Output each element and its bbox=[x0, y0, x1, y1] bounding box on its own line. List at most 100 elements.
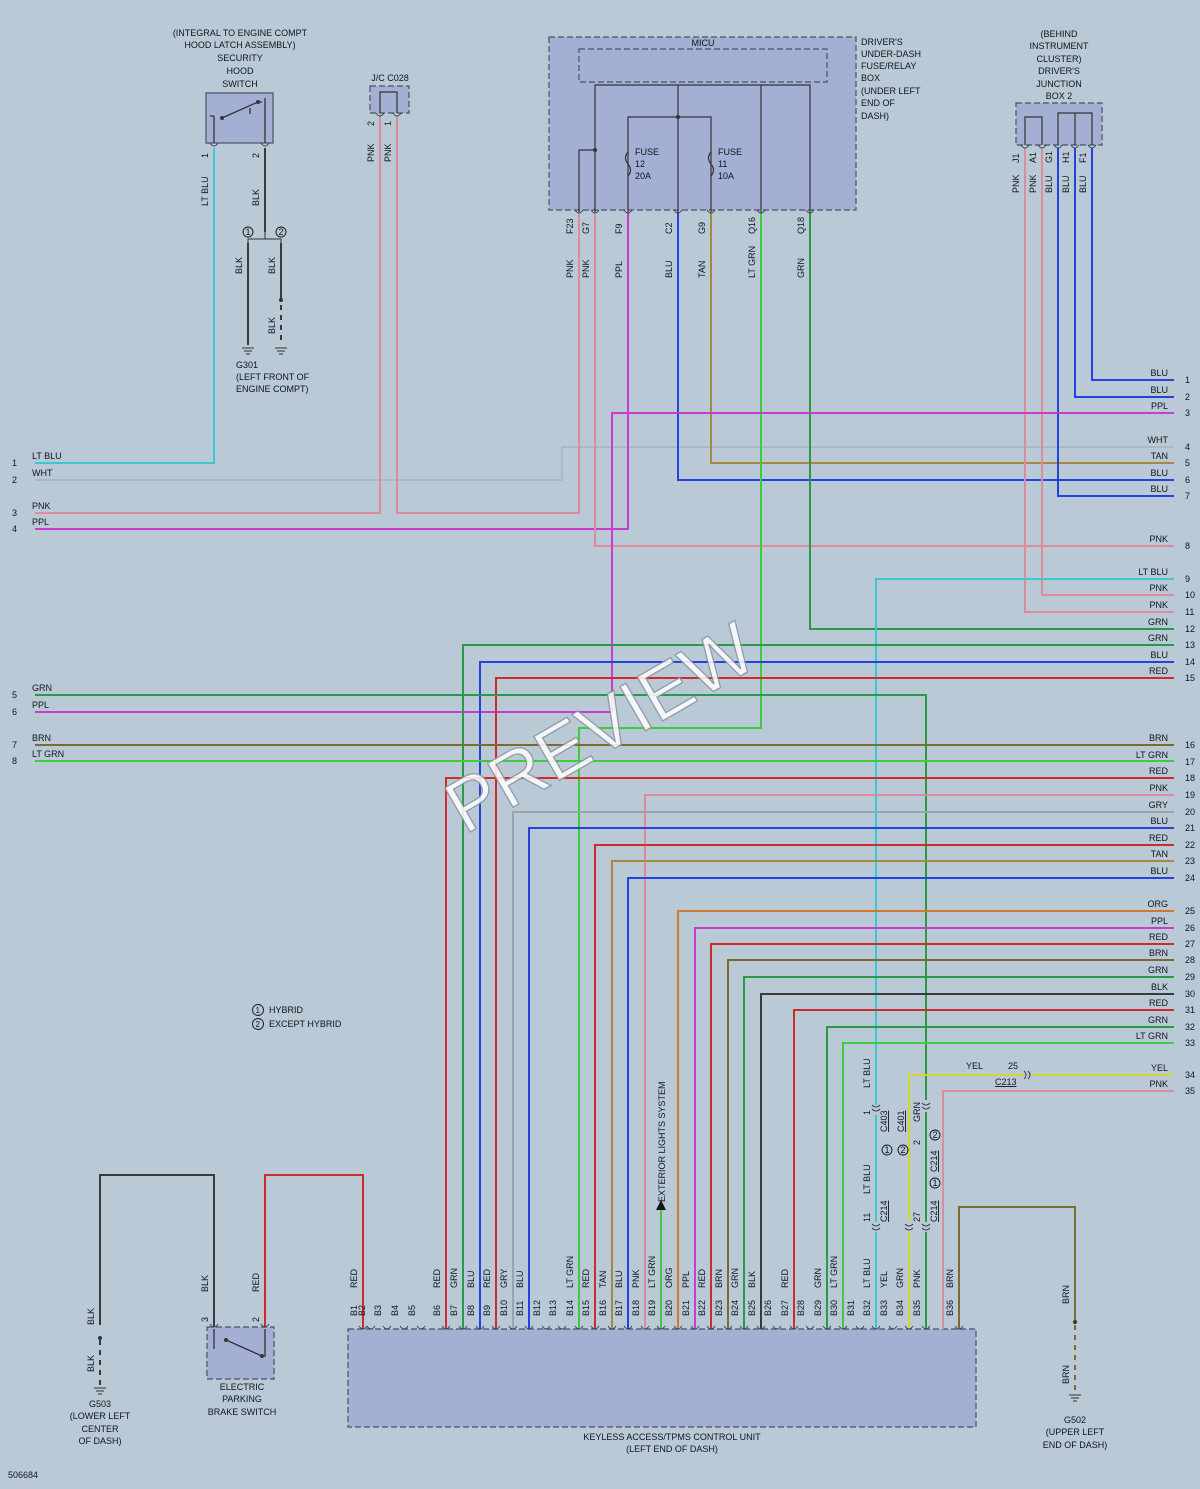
c401-marker bbox=[897, 1144, 909, 1156]
cu-pin-mark-B8 bbox=[475, 1325, 485, 1330]
cu-pin-B6: B6 bbox=[432, 1305, 442, 1316]
cu-pin-B22: B22 bbox=[697, 1300, 707, 1316]
svg-text:(UNDER LEFT: (UNDER LEFT bbox=[861, 86, 921, 96]
micu-pin-mark-2 bbox=[623, 209, 633, 214]
cu-pin-B34: B34 bbox=[895, 1300, 905, 1316]
svg-text:ELECTRIC: ELECTRIC bbox=[220, 1382, 265, 1392]
cu-pin-B31: B31 bbox=[846, 1300, 856, 1316]
right-edge-num-17: 17 bbox=[1185, 757, 1195, 767]
right-edge-num-23: 23 bbox=[1185, 856, 1195, 866]
c214-marker-b-num: 1 bbox=[933, 1178, 938, 1188]
right-edge-color-30: BLK bbox=[1151, 982, 1168, 992]
cu-pin-color-B32: LT BLU bbox=[862, 1258, 872, 1288]
svg-text:G503: G503 bbox=[89, 1399, 111, 1409]
cu-pin-mark-B32 bbox=[871, 1325, 881, 1330]
g301-marker-1 bbox=[242, 226, 254, 238]
left-edge-color-6: PPL bbox=[32, 700, 49, 710]
jc-pin-color-1: PNK bbox=[383, 143, 393, 162]
g503-ground bbox=[94, 1387, 106, 1395]
cu-pin-mark-B36 bbox=[954, 1325, 964, 1330]
wire-r21-b11 bbox=[528, 827, 1174, 1329]
extras bbox=[94, 84, 1097, 1402]
jb2-pin-F1: F1 bbox=[1078, 152, 1088, 163]
micu-pin-F9: F9 bbox=[614, 223, 624, 234]
micu-pin-mark-1 bbox=[590, 209, 600, 214]
wire-q18-r12 bbox=[809, 212, 1174, 630]
cu-pin-color-B9: RED bbox=[482, 1268, 492, 1288]
wire-r26-b21 bbox=[694, 927, 1174, 1329]
legend-hybrid: HYBRID bbox=[269, 1005, 304, 1015]
right-edge-color-21: BLU bbox=[1150, 816, 1168, 826]
fuse-12-label: FUSE 12 20A bbox=[635, 147, 659, 181]
g503-label: G503 (LOWER LEFT CENTER OF DASH) bbox=[70, 1399, 131, 1446]
right-edge-color-24: BLU bbox=[1150, 866, 1168, 876]
right-edge-color-12: GRN bbox=[1148, 617, 1168, 627]
legend-marker-2 bbox=[252, 1018, 264, 1030]
right-edge-num-5: 5 bbox=[1185, 458, 1190, 468]
right-edge-color-19: PNK bbox=[1149, 783, 1168, 793]
cu-pin-B3: B3 bbox=[373, 1305, 383, 1316]
cu-pin-color-B22: RED bbox=[697, 1268, 707, 1288]
right-edge-num-28: 28 bbox=[1185, 955, 1195, 965]
wire-r23-b16 bbox=[611, 860, 1174, 1329]
jc-pin-1: 1 bbox=[383, 121, 393, 126]
jb2-pin-color-H1: BLU bbox=[1061, 175, 1071, 193]
wire-r9 bbox=[875, 578, 1174, 1105]
wire-b36-g502 bbox=[958, 1206, 1076, 1329]
micu-junction-dot bbox=[676, 115, 680, 119]
jb2-pin-mark-3 bbox=[1070, 144, 1080, 149]
right-edge-num-12: 12 bbox=[1185, 624, 1195, 634]
right-edge-num-15: 15 bbox=[1185, 673, 1195, 683]
jb2-pin-A1: A1 bbox=[1028, 152, 1038, 163]
micu-pin-Q16: Q16 bbox=[747, 217, 757, 234]
cu-pin-B27: B27 bbox=[780, 1300, 790, 1316]
svg-text:BOX 2: BOX 2 bbox=[1046, 91, 1073, 101]
g301-wire-color-3: BLK bbox=[267, 317, 277, 334]
right-edge-color-3: PPL bbox=[1151, 401, 1168, 411]
cu-pin-B36: B36 bbox=[945, 1300, 955, 1316]
left-edge-num-5: 5 bbox=[12, 690, 17, 700]
micu-pin-color-Q16: LT GRN bbox=[747, 246, 757, 278]
cu-pin-color-B10: GRY bbox=[499, 1269, 509, 1288]
svg-text:BOX: BOX bbox=[861, 73, 880, 83]
cu-pin-mark-B3 bbox=[382, 1325, 392, 1330]
wire-g7-r8 bbox=[594, 212, 1174, 547]
right-edge-color-33: LT GRN bbox=[1136, 1031, 1168, 1041]
fuse-11-label: FUSE 11 10A bbox=[718, 147, 742, 181]
svg-text:UNDER-DASH: UNDER-DASH bbox=[861, 49, 921, 59]
g301-wire-color-2: BLK bbox=[267, 257, 277, 274]
micu-description: DRIVER'S UNDER-DASH FUSE/RELAY BOX (UNDE… bbox=[861, 37, 921, 121]
right-edge-color-26: PPL bbox=[1151, 916, 1168, 926]
wire-left-5 bbox=[35, 694, 927, 1100]
wire-left-1 bbox=[35, 148, 215, 464]
cu-pin-B20: B20 bbox=[664, 1300, 674, 1316]
svg-text:(LEFT END OF DASH): (LEFT END OF DASH) bbox=[626, 1444, 718, 1454]
micu-pin-color-F23: PNK bbox=[565, 259, 575, 278]
cu-pin-B26: B26 bbox=[763, 1300, 773, 1316]
right-edge-color-15: RED bbox=[1149, 666, 1169, 676]
right-edge-num-30: 30 bbox=[1185, 989, 1195, 999]
jc-pin-2: 2 bbox=[366, 121, 376, 126]
right-edge-color-23: TAN bbox=[1151, 849, 1168, 859]
cu-pin-B2: B2 bbox=[357, 1305, 367, 1316]
wire-r25-b20 bbox=[677, 910, 1174, 1329]
micu-junction-dot-2 bbox=[593, 148, 597, 152]
left-edge-num-8: 8 bbox=[12, 756, 17, 766]
cu-pin-mark-B24 bbox=[739, 1325, 749, 1330]
cu-pin-color-B15: RED bbox=[581, 1268, 591, 1288]
cu-pin-B7: B7 bbox=[449, 1305, 459, 1316]
cu-pin-B9: B9 bbox=[482, 1305, 492, 1316]
micu-pin-color-C2: BLU bbox=[664, 260, 674, 278]
hood-switch-contact bbox=[220, 116, 224, 120]
cu-pin-mark-B2 bbox=[366, 1325, 376, 1330]
left-edge-color-1: LT BLU bbox=[32, 451, 62, 461]
g301-marker-2 bbox=[275, 226, 287, 238]
g503-wire-color-2: BLK bbox=[86, 1355, 96, 1372]
micu-pin-Q18: Q18 bbox=[796, 217, 806, 234]
g502-wire-color-2: BRN bbox=[1061, 1365, 1071, 1384]
hood-switch-symbol bbox=[210, 98, 266, 143]
cu-pin-mark-B33 bbox=[888, 1325, 898, 1330]
right-edge-color-31: RED bbox=[1149, 998, 1169, 1008]
svg-text:DRIVER'S: DRIVER'S bbox=[1038, 66, 1080, 76]
